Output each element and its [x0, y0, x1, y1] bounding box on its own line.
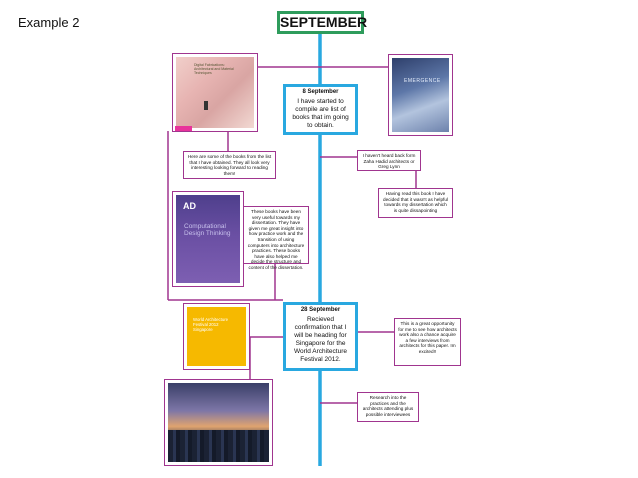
note-zaha-hadid: I haven't heard back form Zaha Hadid arc…: [357, 150, 421, 171]
note-useful-books: These books have been very useful toward…: [243, 206, 309, 270]
skyline-silhouette: [168, 430, 269, 462]
book-cover-image: World Architecture Festival 2012 Singapo…: [187, 307, 246, 366]
book-cover-image: EMERGENCE: [392, 58, 449, 132]
note-research: Research into the practices and the arch…: [357, 392, 419, 422]
slide-label: Example 2: [18, 15, 80, 30]
book-cover-emergence: EMERGENCE: [388, 54, 453, 136]
event-date: 8 September: [302, 89, 339, 95]
book-cover-title: World Architecture Festival 2012 Singapo…: [193, 317, 229, 333]
event-date: 28 September: [300, 307, 341, 313]
month-title: SEPTEMBER: [277, 11, 367, 34]
book-cover-waf-2012: World Architecture Festival 2012 Singapo…: [183, 303, 250, 370]
event-text: I have started to compile are list of bo…: [292, 98, 349, 129]
note-great-opportunity: This is a great opportunity for me to se…: [394, 318, 461, 366]
book-cover-computational-design: AD Computational Design Thinking: [172, 191, 244, 287]
book-cover-image: AD Computational Design Thinking: [176, 195, 240, 283]
note-books-obtained: Here are some of the books from the list…: [183, 151, 276, 179]
note-dissapointing: Having read this book I have decided tha…: [378, 188, 453, 218]
singapore-photo: [164, 379, 273, 466]
book-cover-image: Digital Fabrications: Architectural and …: [176, 57, 254, 128]
event-box-28-september: 28 September Recieved confirmation that …: [283, 302, 358, 371]
city-skyline-image: [168, 383, 269, 462]
ad-logo: AD: [183, 201, 196, 211]
book-cover-title: EMERGENCE: [404, 78, 441, 84]
book-cover-title: Computational Design Thinking: [184, 223, 231, 237]
figure-icon: [204, 101, 208, 110]
event-text: Recieved confirmation that I will be hea…: [294, 316, 347, 363]
book-cover-title: Digital Fabrications: Architectural and …: [194, 63, 234, 75]
highlight-tag: [175, 126, 192, 131]
event-box-8-september: 8 September I have started to compile ar…: [283, 84, 358, 135]
book-cover-digital-fabrications: Digital Fabrications: Architectural and …: [172, 53, 258, 132]
